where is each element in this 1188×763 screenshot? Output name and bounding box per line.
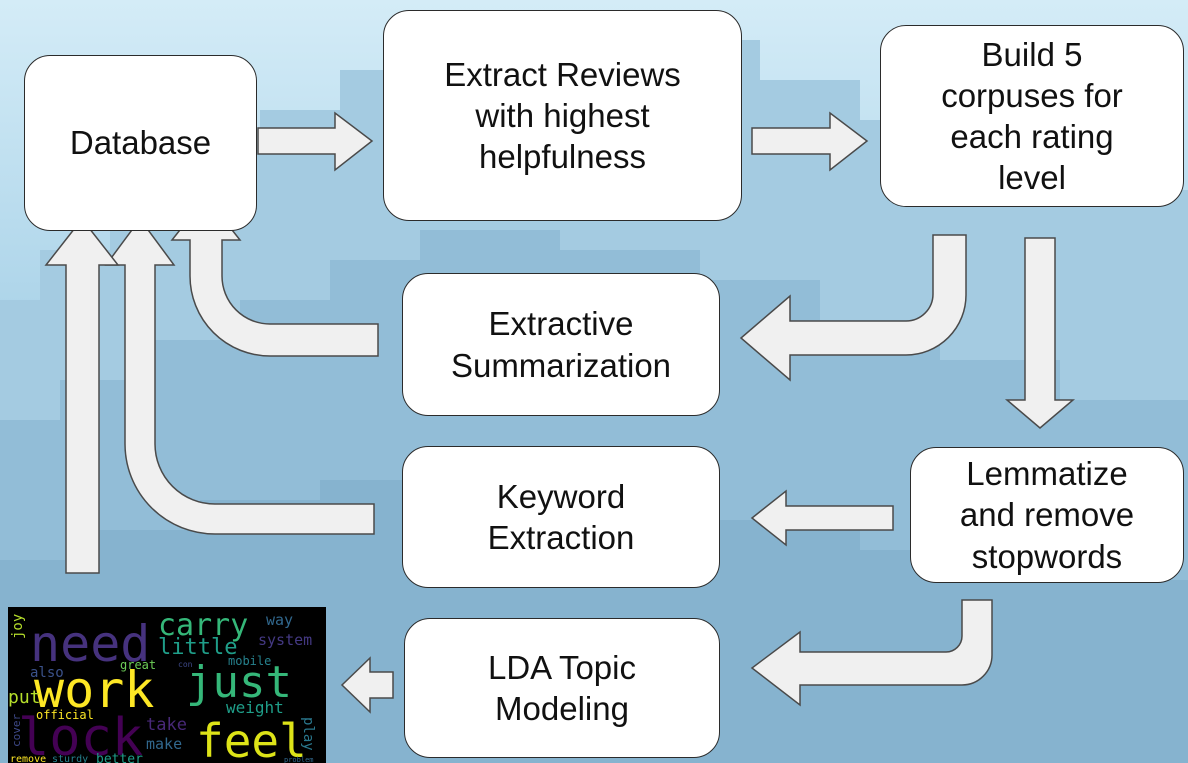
arrow-build-to-summarization: [739, 234, 967, 382]
arrow-wordcloud-to-database: [44, 217, 120, 574]
arrow-lemmatize-to-keyword: [750, 489, 894, 547]
arrow-extract-to-build: [751, 111, 869, 172]
word-take: take: [146, 715, 187, 735]
word-work: work: [34, 661, 154, 719]
word-mobile: mobile: [228, 654, 271, 668]
word-put: put: [8, 687, 41, 708]
word-great: great: [120, 658, 156, 672]
keyword-extraction-box: Keyword Extraction: [402, 446, 720, 588]
word-problem: problem: [284, 756, 314, 763]
extractive-summarization-label: Extractive Summarization: [450, 305, 672, 384]
word-also: also: [30, 665, 64, 681]
word-better: better: [96, 752, 143, 763]
database-label: Database: [69, 124, 212, 162]
word-carry: carry: [158, 608, 248, 643]
word-way: way: [266, 611, 293, 629]
arrow-build-to-lemmatize: [1004, 237, 1076, 429]
lemmatize-box: Lemmatize and remove stopwords: [910, 447, 1184, 583]
keyword-extraction-label: Keyword Extraction: [487, 477, 635, 556]
lemmatize-label: Lemmatize and remove stopwords: [959, 455, 1135, 575]
word-weight: weight: [226, 698, 284, 717]
word-just: just: [186, 657, 292, 708]
word-con: con: [178, 660, 193, 669]
database-box: Database: [24, 55, 257, 231]
word-official: official: [36, 708, 94, 722]
arrow-database-to-extract: [257, 111, 374, 172]
word-sturdy: sturdy: [52, 754, 88, 763]
lda-topic-modeling-box: LDA Topic Modeling: [404, 618, 720, 758]
word-system: system: [258, 631, 312, 649]
arrow-lda-to-wordcloud: [340, 656, 394, 714]
lda-topic-modeling-label: LDA Topic Modeling: [488, 648, 636, 727]
extract-reviews-label: Extract Reviews with highest helpfulness: [444, 55, 681, 176]
word-feel: feel: [196, 714, 307, 763]
word-joy: joy: [10, 614, 26, 639]
word-cloud-image: need carry way little system joy also gr…: [8, 607, 326, 763]
build-corpuses-box: Build 5 corpuses for each rating level: [880, 25, 1184, 207]
word-need: need: [30, 615, 150, 673]
extract-reviews-box: Extract Reviews with highest helpfulness: [383, 10, 742, 221]
word-remove: remove: [10, 754, 46, 763]
word-play: play: [300, 717, 316, 751]
word-cover: cover: [10, 714, 23, 747]
word-little: little: [158, 635, 237, 660]
extractive-summarization-box: Extractive Summarization: [402, 273, 720, 416]
word-lock: lock: [18, 708, 143, 763]
build-corpuses-label: Build 5 corpuses for each rating level: [941, 35, 1123, 197]
arrow-summarization-to-database: [170, 195, 379, 357]
word-make: make: [146, 735, 182, 753]
arrow-keyword-to-database: [104, 217, 375, 535]
arrow-lemmatize-to-lda: [750, 599, 993, 707]
